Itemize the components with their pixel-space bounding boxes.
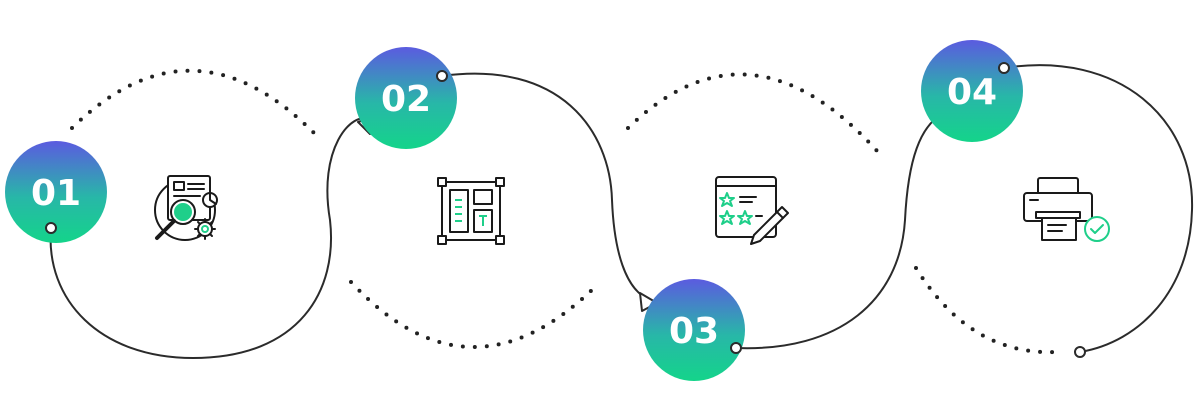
- step-02: 02: [355, 47, 457, 149]
- rating-review-edit-icon: [715, 176, 789, 245]
- node-dot: [998, 62, 1010, 74]
- dotted-arcs: [70, 68, 1057, 355]
- step-number: 01: [31, 173, 81, 214]
- step-circle: [643, 279, 745, 381]
- node-dot: [730, 342, 742, 354]
- printer-check-icon: [1023, 177, 1110, 242]
- dotted-arc-4: [914, 266, 1057, 355]
- layout-wireframe-icon: [437, 177, 505, 245]
- dotted-arc-3: [626, 72, 880, 154]
- connector-nodes: [45, 62, 1086, 358]
- node-dot: [1074, 346, 1086, 358]
- step-number: 04: [947, 72, 997, 113]
- arrowheads: [357, 109, 949, 312]
- step-04: 04: [921, 40, 1023, 142]
- connector-path: [49, 64, 1194, 360]
- node-dot: [45, 222, 57, 234]
- node-dot: [436, 70, 448, 82]
- step-number: 02: [381, 79, 431, 120]
- dotted-arc-1: [70, 68, 318, 137]
- document-search-gear-icon: [154, 175, 218, 241]
- step-circle: [921, 40, 1023, 142]
- step-circle: [355, 47, 457, 149]
- step-number: 03: [669, 311, 719, 352]
- step-03: 03: [643, 279, 745, 381]
- step-circle: [5, 141, 107, 243]
- dotted-arc-2: [349, 280, 598, 349]
- step-01: 01: [5, 141, 107, 243]
